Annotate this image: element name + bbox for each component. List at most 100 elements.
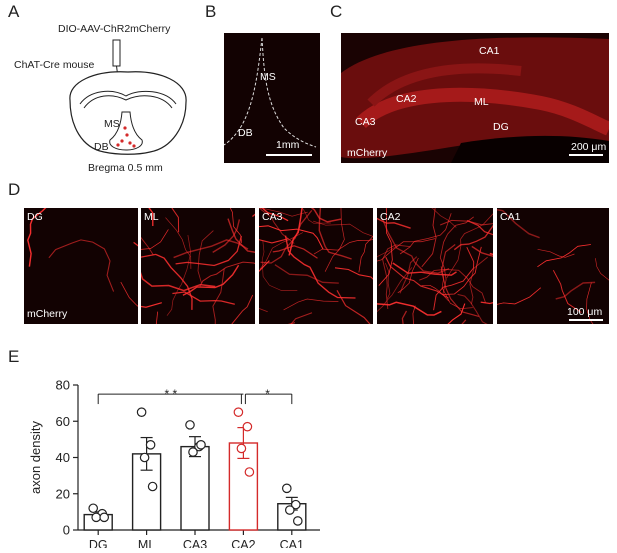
y-tick-label: 20 [56, 486, 70, 501]
axon-fiber [259, 308, 268, 313]
axon-fiber [272, 245, 318, 259]
ms-label: MS [260, 71, 276, 83]
axon-fiber [552, 269, 582, 313]
db-label: DB [238, 127, 253, 139]
tile-ml: ML [141, 208, 255, 324]
axon-fiber [381, 217, 450, 274]
axon-fiber [197, 230, 214, 283]
tile-label: DG [27, 211, 43, 223]
axon-fiber [401, 310, 408, 324]
ms-label: MS [104, 118, 120, 130]
axon-fiber [141, 236, 154, 256]
axon-fiber [421, 208, 437, 268]
axon-fiber [288, 208, 303, 256]
axon-fiber [377, 301, 442, 316]
axon-fiber [310, 208, 342, 223]
scale-label: 200 μm [571, 141, 607, 153]
axon-fiber [312, 220, 373, 237]
dg-label: DG [493, 121, 509, 133]
axon-fiber [259, 225, 324, 250]
axon-fiber [442, 246, 482, 296]
axon-fiber [290, 312, 313, 324]
bars [83, 407, 307, 531]
axon-fiber [260, 209, 313, 264]
axon-fiber [155, 311, 158, 324]
tile-ca2: CA2 [377, 208, 493, 324]
axon-fiber [497, 208, 540, 239]
bar-ca3 [180, 445, 210, 531]
axon-fiber [446, 213, 493, 279]
stain-label: mCherry [27, 308, 68, 320]
callosum-line-inner [83, 95, 173, 109]
axon-fiber [283, 298, 339, 311]
data-point [188, 447, 198, 457]
data-point [236, 443, 247, 454]
data-point [233, 407, 244, 417]
callosum-line [79, 90, 177, 105]
axon-fiber [537, 244, 591, 268]
axon-fiber [336, 290, 371, 324]
mouse-label: ChAT-Cre mouse [14, 59, 94, 71]
data-point [136, 407, 147, 417]
data-point [281, 483, 292, 494]
x-tick-label: CA3 [183, 538, 207, 548]
tile-label: CA3 [262, 211, 283, 223]
data-point [147, 481, 158, 492]
axon-fiber [447, 303, 466, 324]
bregma-label: Bregma 0.5 mm [88, 162, 163, 174]
axon-fiber [440, 266, 473, 309]
axon-fiber [595, 258, 609, 281]
axon-fiber [555, 281, 596, 300]
axon-fiber [385, 262, 391, 299]
red-dot [125, 133, 129, 137]
axon-fiber [259, 208, 308, 217]
panel-a-schematic: DIO-AAV-ChR2mCherry ChAT-Cre mouse MS DB… [0, 0, 200, 180]
y-axis-label: axon density [28, 421, 43, 494]
ca1-label: CA1 [479, 45, 500, 57]
axon-fiber [301, 208, 332, 224]
axon-fiber [440, 244, 480, 317]
fiber-image [377, 208, 493, 324]
axon-fiber [313, 238, 373, 255]
axon-fiber [227, 218, 255, 253]
axon-fiber [377, 245, 397, 258]
axon-fiber [377, 217, 411, 229]
axon-fiber [586, 282, 594, 324]
fiber-image [497, 208, 609, 324]
axon-fiber [199, 261, 255, 287]
axon-fiber [334, 267, 373, 280]
axon-fiber [165, 217, 192, 269]
panel-b-letter: B [205, 2, 217, 21]
data-point [196, 440, 206, 450]
panel-c-micrograph: CA1 CA2 ML CA3 DG mCherry 200 μm [341, 33, 609, 163]
axon-fiber [537, 248, 575, 258]
scale-label: 100 μm [567, 306, 603, 318]
coronal-brain-diagram: DIO-AAV-ChR2mCherry ChAT-Cre mouse MS DB… [14, 23, 187, 174]
axon-fiber [377, 238, 436, 262]
axon-fiber [399, 256, 418, 294]
y-tick-label: 80 [56, 378, 70, 393]
axon-fiber [27, 208, 47, 267]
tile-label: ML [144, 211, 159, 223]
virus-label: DIO-AAV-ChR2mCherry [58, 23, 171, 35]
axon-fiber [457, 293, 488, 324]
data-point [91, 512, 101, 523]
significance-brackets: * * * [97, 384, 293, 405]
red-dot [123, 126, 127, 130]
axon-fiber [133, 241, 138, 247]
axon-fiber [182, 264, 240, 296]
red-dot [132, 144, 136, 148]
axon-fiber [430, 208, 457, 228]
data-point [145, 440, 156, 450]
red-dot [116, 143, 120, 147]
x-tick-label: DG [89, 538, 108, 548]
ca3-label: CA3 [355, 116, 376, 128]
syringe-icon [112, 39, 121, 67]
axon-fiber [259, 238, 289, 244]
data-point [99, 512, 109, 523]
axon-fiber [318, 208, 352, 260]
axon-fiber [148, 208, 154, 227]
panel-e-letter: E [8, 347, 20, 366]
axon-fiber [480, 301, 493, 305]
